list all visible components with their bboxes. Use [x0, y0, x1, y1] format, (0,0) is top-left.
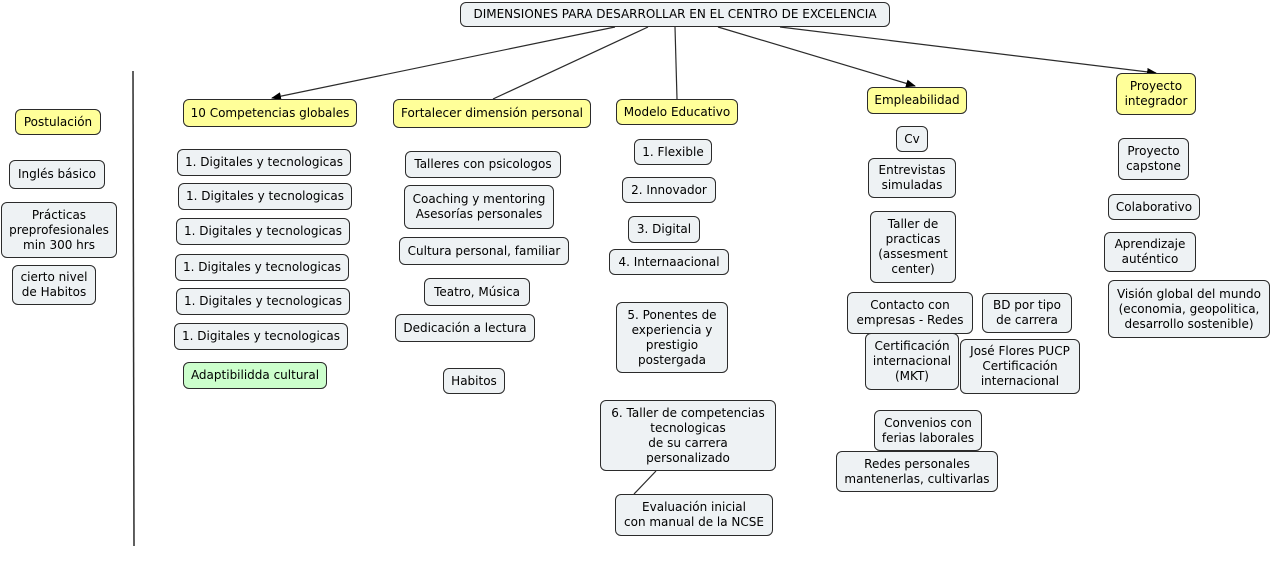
modelo-item[interactable]: 5. Ponentes de experiencia y prestigio p… — [616, 302, 728, 373]
empleabilidad-item[interactable]: Cv — [896, 126, 928, 152]
empleabilidad-item[interactable]: José Flores PUCP Certificación internaci… — [960, 339, 1080, 394]
competencia-item[interactable]: 1. Digitales y tecnologicas — [178, 183, 352, 210]
prereq-habitos[interactable]: cierto nivel de Habitos — [12, 265, 96, 305]
modelo-item[interactable]: 2. Innovador — [622, 177, 716, 203]
modelo-item-evaluacion[interactable]: Evaluación inicial con manual de la NCSE — [615, 494, 773, 536]
personal-item[interactable]: Coaching y mentoring Asesorías personale… — [404, 185, 554, 229]
personal-item[interactable]: Teatro, Música — [424, 278, 530, 306]
link-root-personal — [492, 26, 649, 100]
dimension-competencias[interactable]: 10 Competencias globales — [183, 99, 357, 127]
empleabilidad-item[interactable]: Redes personales mantenerlas, cultivarla… — [836, 451, 998, 492]
empleabilidad-item[interactable]: Certificación internacional (MKT) — [865, 333, 959, 390]
proyecto-item[interactable]: Aprendizaje auténtico — [1104, 232, 1196, 272]
competencia-item[interactable]: 1. Digitales y tecnologicas — [177, 149, 351, 176]
link-root-empleabilidad — [717, 26, 916, 88]
competencia-item[interactable]: 1. Digitales y tecnologicas — [175, 254, 349, 281]
dimension-personal[interactable]: Fortalecer dimensión personal — [393, 99, 591, 128]
link-root-proyecto — [779, 26, 1157, 76]
competencia-item[interactable]: 1. Digitales y tecnologicas — [174, 323, 348, 350]
empleabilidad-item[interactable]: Taller de practicas (assesment center) — [870, 211, 956, 283]
empleabilidad-item[interactable]: Contacto con empresas - Redes — [847, 292, 973, 334]
personal-item[interactable]: Habitos — [443, 368, 505, 394]
competencia-adaptabilidad[interactable]: Adaptibilidda cultural — [183, 362, 327, 389]
empleabilidad-item[interactable]: Convenios con ferias laborales — [874, 410, 982, 451]
empleabilidad-item[interactable]: BD por tipo de carrera — [982, 293, 1072, 333]
proyecto-item[interactable]: Visión global del mundo (economia, geopo… — [1108, 280, 1270, 338]
competencia-item[interactable]: 1. Digitales y tecnologicas — [176, 288, 350, 315]
personal-item[interactable]: Cultura personal, familiar — [399, 237, 569, 265]
prereq-practicas[interactable]: Prácticas preprofesionales min 300 hrs — [1, 202, 117, 258]
divider-line — [132, 70, 135, 547]
modelo-item[interactable]: 1. Flexible — [634, 139, 712, 165]
prereq-ingles[interactable]: Inglés básico — [9, 160, 105, 189]
modelo-item[interactable]: 4. Internaacional — [609, 249, 729, 275]
link-root-competencias — [271, 26, 616, 101]
personal-item[interactable]: Dedicación a lectura — [395, 314, 535, 342]
dimension-empleabilidad[interactable]: Empleabilidad — [867, 87, 967, 114]
dimension-modelo-educativo[interactable]: Modelo Educativo — [616, 99, 738, 125]
competencia-item[interactable]: 1. Digitales y tecnologicas — [176, 218, 350, 245]
personal-item[interactable]: Talleres con psicologos — [405, 151, 561, 178]
link-root-modelo — [674, 26, 678, 100]
proyecto-item[interactable]: Colaborativo — [1108, 194, 1200, 220]
dimension-proyecto-integrador[interactable]: Proyecto integrador — [1116, 73, 1196, 115]
modelo-item[interactable]: 6. Taller de competencias tecnologicas d… — [600, 400, 776, 471]
link-taller-evaluacion — [633, 470, 657, 495]
empleabilidad-item[interactable]: Entrevistas simuladas — [868, 158, 956, 198]
modelo-item[interactable]: 3. Digital — [628, 216, 700, 243]
proyecto-item[interactable]: Proyecto capstone — [1118, 138, 1189, 180]
root-concept[interactable]: DIMENSIONES PARA DESARROLLAR EN EL CENTR… — [460, 2, 890, 27]
postulacion-concept[interactable]: Postulación — [15, 109, 101, 135]
